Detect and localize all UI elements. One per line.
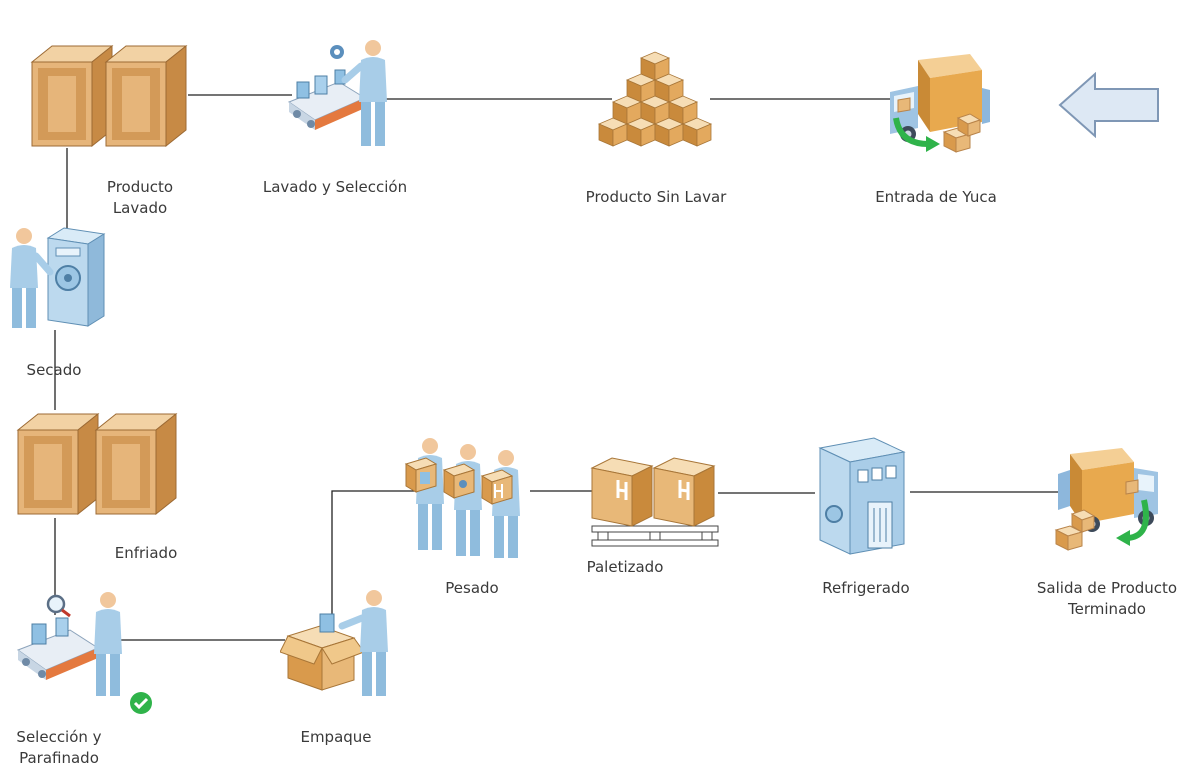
wooden-crates-icon (31, 45, 187, 147)
drying-machine-operator-icon (10, 227, 106, 328)
step-label-producto-lavado: Producto Lavado (106, 178, 174, 217)
inspection-conveyor-icon (16, 592, 122, 696)
step-label-refrigerado: Refrigerado (822, 579, 910, 597)
step-label-secado: Secado (26, 361, 82, 379)
box-stack-icon (598, 51, 712, 147)
pallet-boxes-icon (590, 457, 719, 547)
wooden-crates-icon (17, 413, 177, 515)
delivery-truck-icon (1054, 448, 1158, 551)
conveyor-worker-icon (287, 40, 387, 146)
step-label-lavado-y-seleccion: Lavado y Selección (262, 178, 408, 196)
step-label-empaque: Empaque (300, 728, 372, 746)
step-label-entrada-de-yuca: Entrada de Yuca (875, 188, 997, 206)
step-label-enfriado: Enfriado (114, 544, 178, 562)
packing-worker-icon (280, 590, 388, 696)
delivery-truck-icon (890, 54, 990, 153)
step-label-salida-de-producto-terminado: Salida de Producto Terminado (1036, 579, 1178, 618)
left-arrow-icon (1058, 72, 1159, 138)
step-label-producto-sin-lavar: Producto Sin Lavar (585, 188, 727, 206)
step-label-pesado: Pesado (445, 579, 499, 597)
refrigeration-unit-icon (818, 437, 906, 555)
step-label-paletizado: Paletizado (586, 558, 664, 576)
connector-empaque-pesado (331, 490, 420, 625)
weighing-workers-icon (404, 438, 520, 558)
green-check-icon (130, 692, 152, 714)
step-label-seleccion-y-parafinado: Selección y Parafinado (16, 728, 102, 767)
